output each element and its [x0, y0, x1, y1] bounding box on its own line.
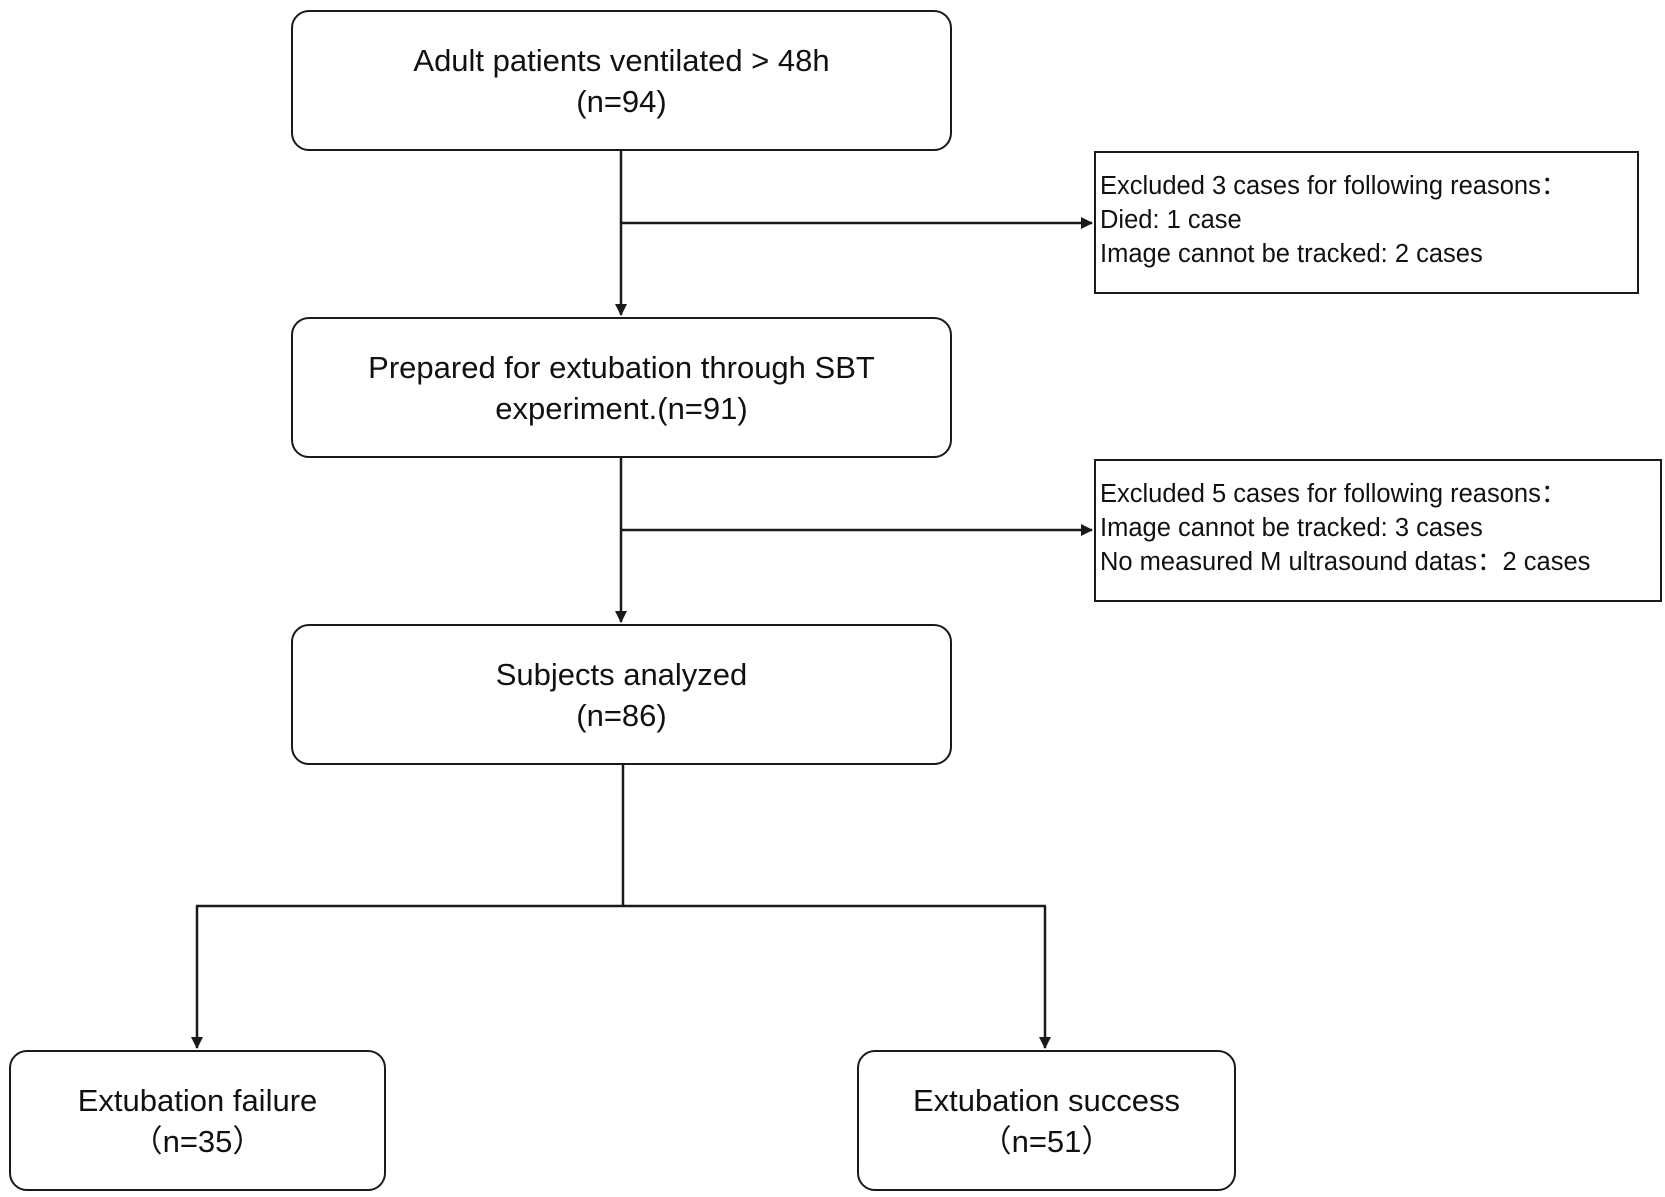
- exclusion-2-header: Excluded 5 cases for following reasons：: [1100, 480, 1567, 508]
- exclusion-1-reason-died: Died: 1 case: [1100, 206, 1242, 234]
- exclusion-box-2: Excluded 5 cases for following reasons： …: [1094, 459, 1662, 602]
- extubation-success-label: Extubation success: [912, 1082, 1181, 1118]
- exclusion-1-header: Excluded 3 cases for following reasons：: [1100, 172, 1567, 200]
- adult-patients-label: Adult patients ventilated > 48h: [413, 42, 830, 78]
- extubation-failure-count: （n=35）: [131, 1123, 264, 1159]
- adult-patients-box: Adult patients ventilated > 48h (n=94): [291, 10, 952, 151]
- subjects-analyzed-label: Subjects analyzed: [495, 656, 748, 692]
- exclusion-2-reason-image: Image cannot be tracked: 3 cases: [1100, 514, 1483, 542]
- adult-patients-count: (n=94): [576, 83, 667, 119]
- extubation-success-box: Extubation success （n=51）: [857, 1050, 1236, 1191]
- extubation-failure-box: Extubation failure （n=35）: [9, 1050, 386, 1191]
- prepared-extubation-count: experiment.(n=91): [495, 390, 748, 426]
- subjects-analyzed-count: (n=86): [576, 697, 667, 733]
- extubation-failure-label: Extubation failure: [77, 1082, 318, 1118]
- subjects-analyzed-box: Subjects analyzed (n=86): [291, 624, 952, 765]
- exclusion-box-1: Excluded 3 cases for following reasons： …: [1094, 151, 1639, 294]
- extubation-success-count: （n=51）: [980, 1123, 1113, 1159]
- exclusion-1-reason-image: Image cannot be tracked: 2 cases: [1100, 240, 1483, 268]
- exclusion-2-reason-ultrasound: No measured M ultrasound datas：2 cases: [1100, 548, 1591, 576]
- prepared-extubation-label: Prepared for extubation through SBT: [368, 349, 875, 385]
- prepared-extubation-box: Prepared for extubation through SBT expe…: [291, 317, 952, 458]
